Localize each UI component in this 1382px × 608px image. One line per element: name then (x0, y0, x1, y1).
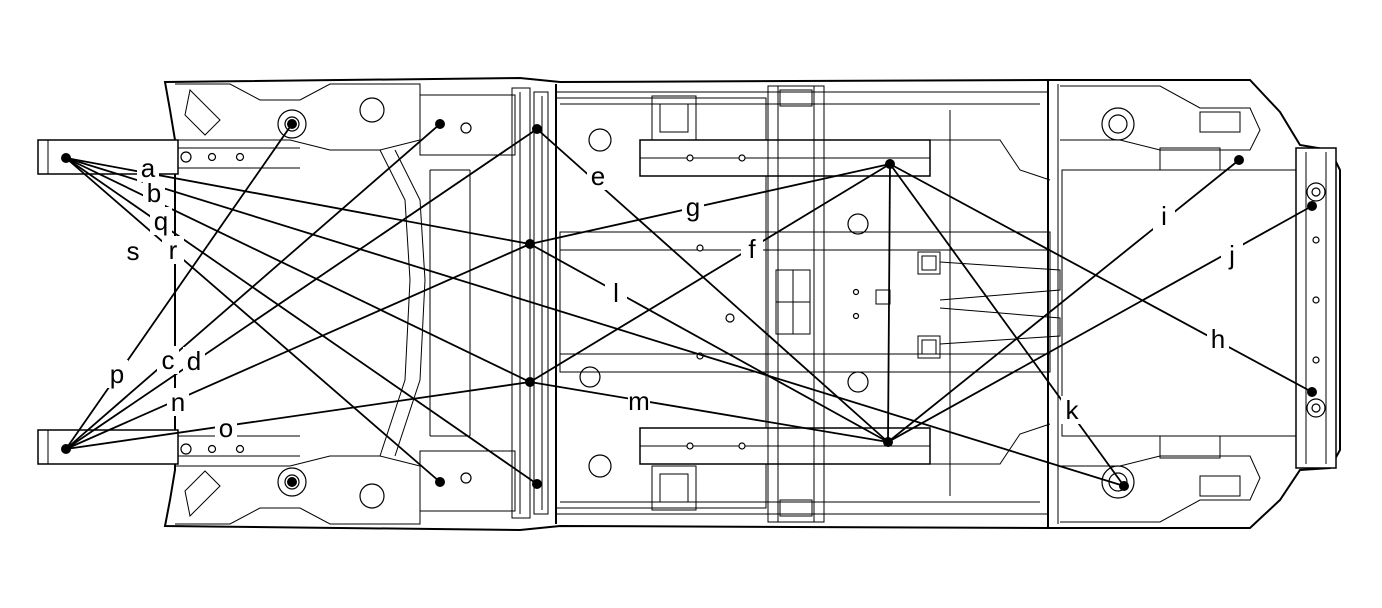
dimension-line-g (529, 163, 891, 245)
dimension-line-o (65, 381, 531, 450)
dimension-label-background-m (628, 387, 650, 415)
dimension-line-i (887, 159, 1240, 443)
dimension-label-background-a (137, 154, 159, 182)
dimension-label-i: i (1161, 201, 1167, 231)
dimension-label-l: l (613, 278, 619, 308)
dimension-line-j (887, 205, 1313, 443)
reference-point-front-left-rail-tip (61, 153, 71, 163)
dimension-label-background-e (587, 162, 609, 190)
reference-point-left-rear-reference (885, 159, 895, 169)
dimension-label-background-p (106, 360, 128, 388)
dimension-label-background-s (122, 237, 144, 265)
reference-point-left-mid-reference (525, 239, 535, 249)
dimension-label-h: h (1211, 324, 1225, 354)
dimension-line-r (65, 157, 441, 483)
dimension-line-s (65, 157, 1125, 487)
dimension-label-n: n (171, 387, 185, 417)
dimension-label-d: d (187, 346, 201, 376)
dimension-label-background-r (162, 236, 184, 264)
reference-point-left-dash-upper (532, 124, 542, 134)
reference-point-right-front-strut-hole (287, 477, 297, 487)
dimension-line-m (529, 381, 889, 443)
dimension-label-background-h (1207, 325, 1229, 353)
reference-point-right-mid-reference (525, 377, 535, 387)
dimension-label-background-b (143, 179, 165, 207)
dimension-label-background-q (150, 207, 172, 235)
dimension-label-s: s (127, 236, 140, 266)
dimension-label-r: r (169, 235, 178, 265)
dimension-label-a: a (141, 153, 156, 183)
dimension-label-background-f (741, 235, 763, 263)
dimension-line-a (65, 157, 531, 245)
rear-reference-connector-line (887, 163, 891, 443)
reference-point-right-rear-bracket (1119, 481, 1129, 491)
dimension-label-background-g (682, 193, 704, 221)
dimension-label-background-o (215, 414, 237, 442)
dimension-line-h (889, 163, 1313, 393)
underbody-frame (37, 76, 1341, 532)
reference-point-left-rear-bracket (1307, 387, 1317, 397)
dimension-label-o: o (219, 413, 233, 443)
reference-point-right-rear-rail (1307, 201, 1317, 211)
reference-point-right-rear-reference (883, 437, 893, 447)
reference-points (61, 119, 1317, 491)
reference-point-front-right-rail-tip (61, 444, 71, 454)
dimension-label-g: g (686, 192, 700, 222)
dimension-label-background-i (1153, 202, 1175, 230)
dimension-label-b: b (147, 178, 161, 208)
dimension-label-background-j (1221, 241, 1243, 269)
dimension-label-background-n (167, 388, 189, 416)
dimension-label-k: k (1066, 395, 1080, 425)
dimension-line-l (529, 243, 889, 443)
dimension-label-background-k (1061, 396, 1083, 424)
dimension-label-j: j (1228, 240, 1235, 270)
reference-point-right-cowl-hole (435, 477, 445, 487)
dimension-label-background-d (183, 347, 205, 375)
dimension-line-n (65, 243, 531, 450)
dimension-label-e: e (591, 161, 605, 191)
reference-point-left-cowl-hole (435, 119, 445, 129)
reference-point-left-front-strut-hole (287, 119, 297, 129)
dimension-line-d (65, 128, 538, 450)
reference-point-right-dash-upper (532, 479, 542, 489)
dimension-label-m: m (628, 386, 650, 416)
dimension-label-background-l (605, 279, 627, 307)
dimension-label-q: q (154, 206, 168, 236)
dimension-label-background-c (157, 346, 179, 374)
dimension-label-p: p (110, 359, 124, 389)
dimension-line-c (65, 123, 441, 450)
dimension-line-f (529, 163, 891, 383)
dimension-line-k (889, 163, 1125, 487)
dimension-label-f: f (748, 234, 756, 264)
dimension-label-c: c (162, 345, 175, 375)
reference-point-left-rear-rail (1234, 155, 1244, 165)
dimension-line-q (65, 157, 538, 485)
dimension-line-p (65, 123, 293, 450)
